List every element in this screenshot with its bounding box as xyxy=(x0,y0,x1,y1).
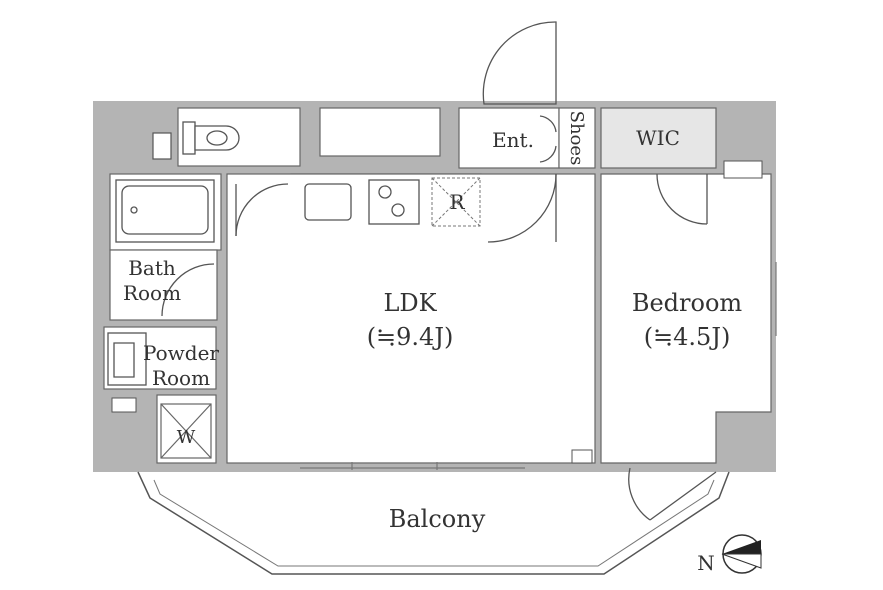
washer-label: W xyxy=(177,427,196,448)
bedroom-label: Bedroom xyxy=(632,289,743,317)
entrance-label: Ent. xyxy=(492,128,534,152)
bath-room-label-1: Bath xyxy=(128,256,176,280)
north-arrow-icon xyxy=(721,534,762,574)
bathtub-fixture xyxy=(115,179,215,243)
toilet-tank-box xyxy=(152,132,172,160)
bedroom-size-label: (≒4.5J) xyxy=(644,323,731,351)
bath-room-label-2: Room xyxy=(123,281,181,305)
washbasin-fixture xyxy=(107,332,147,386)
wall-vents xyxy=(111,160,763,464)
windows xyxy=(300,256,777,470)
wic-label: WIC xyxy=(636,126,680,150)
powder-room-label-2: Room xyxy=(152,366,210,390)
doors xyxy=(161,21,717,521)
toilet-fixture xyxy=(182,121,240,155)
fridge-label: R xyxy=(449,190,465,214)
balcony-inner-line xyxy=(153,479,715,567)
ldk-label: LDK xyxy=(383,289,437,317)
north-label: N xyxy=(697,551,715,575)
fridge-space xyxy=(431,177,481,227)
ldk-size-label: (≒9.4J) xyxy=(367,323,454,351)
kitchen-fixtures xyxy=(304,179,420,225)
balcony-label: Balcony xyxy=(389,505,486,533)
balcony-outline xyxy=(137,471,730,575)
washer-space xyxy=(160,403,212,459)
wic-room xyxy=(600,107,717,169)
shoes-label: Shoes xyxy=(566,111,587,166)
powder-room-label-1: Powder xyxy=(143,341,219,365)
